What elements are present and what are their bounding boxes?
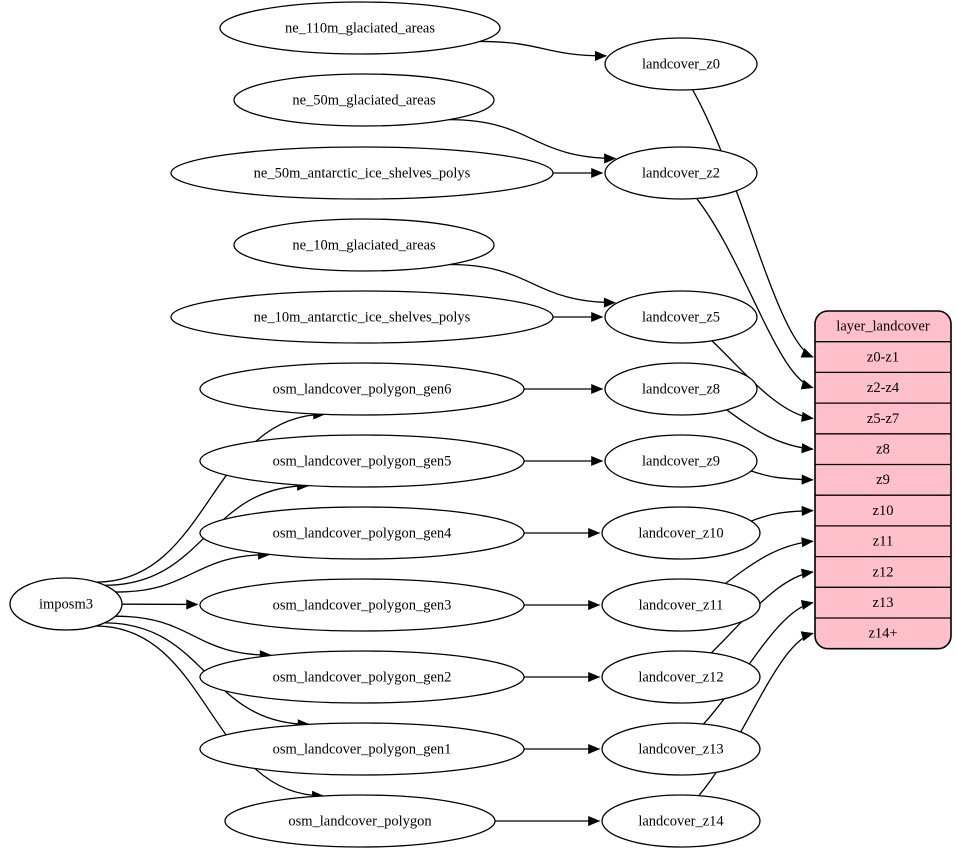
layer-table-row-z10[interactable]: z10 — [873, 503, 894, 519]
node-shape-landcover_z2 — [604, 146, 758, 200]
layer-table-header: layer_landcover — [836, 319, 930, 335]
node-landcover_z13[interactable]: landcover_z13 — [601, 722, 761, 776]
node-shape-landcover_z9 — [604, 434, 758, 488]
node-landcover_z2[interactable]: landcover_z2 — [604, 146, 758, 200]
node-label-osm_landcover_polygon_gen1: osm_landcover_polygon_gen1 — [273, 741, 452, 757]
node-landcover_z11[interactable]: landcover_z11 — [601, 578, 761, 632]
node-shape-landcover_z0 — [604, 37, 758, 91]
node-landcover_z10[interactable]: landcover_z10 — [601, 506, 761, 560]
layer-table-row-z11[interactable]: z11 — [873, 534, 893, 550]
layer-table-row-z14+[interactable]: z14+ — [868, 626, 897, 642]
node-label-landcover_z0: landcover_z0 — [642, 56, 720, 72]
nodes-layer: imposm3 ne_110m_glaciated_areas ne_50m_gla… — [9, 1, 761, 848]
layer-table-outline — [814, 310, 952, 650]
layer-table-row-z5-z7[interactable]: z5-z7 — [867, 411, 899, 427]
node-ne_10m_antarctic_ice_shelves_polys[interactable]: ne_10m_antarctic_ice_shelves_polys — [170, 290, 554, 344]
node-shape-landcover_z8 — [604, 362, 758, 416]
node-shape-ne_10m_antarctic_ice_shelves_polys — [170, 290, 554, 344]
node-shape-ne_50m_glaciated_areas — [233, 73, 495, 127]
node-shape-landcover_z14 — [601, 794, 761, 848]
node-label-ne_10m_glaciated_areas: ne_10m_glaciated_areas — [292, 237, 436, 253]
layer-table-row-z8[interactable]: z8 — [876, 441, 890, 457]
node-label-landcover_z9: landcover_z9 — [642, 453, 720, 469]
node-ne_50m_antarctic_ice_shelves_polys[interactable]: ne_50m_antarctic_ice_shelves_polys — [170, 146, 554, 200]
node-osm_landcover_polygon_gen3[interactable]: osm_landcover_polygon_gen3 — [199, 578, 525, 632]
node-osm_landcover_polygon[interactable]: osm_landcover_polygon — [224, 794, 496, 848]
node-shape-osm_landcover_polygon_gen3 — [199, 578, 525, 632]
node-osm_landcover_polygon_gen4[interactable]: osm_landcover_polygon_gen4 — [199, 506, 525, 560]
node-label-osm_landcover_polygon_gen4: osm_landcover_polygon_gen4 — [273, 525, 453, 541]
node-label-landcover_z12: landcover_z12 — [638, 669, 723, 685]
node-shape-landcover_z11 — [601, 578, 761, 632]
node-label-osm_landcover_polygon_gen2: osm_landcover_polygon_gen2 — [273, 669, 452, 685]
node-shape-osm_landcover_polygon_gen6 — [199, 362, 525, 416]
node-landcover_z12[interactable]: landcover_z12 — [601, 650, 761, 704]
node-osm_landcover_polygon_gen5[interactable]: osm_landcover_polygon_gen5 — [199, 434, 525, 488]
node-label-landcover_z2: landcover_z2 — [642, 165, 720, 181]
node-shape-osm_landcover_polygon_gen1 — [199, 722, 525, 776]
node-label-landcover_z5: landcover_z5 — [642, 309, 720, 325]
node-shape-ne_10m_glaciated_areas — [233, 218, 495, 272]
layer-table-row-z12[interactable]: z12 — [873, 564, 894, 580]
node-label-osm_landcover_polygon_gen3: osm_landcover_polygon_gen3 — [273, 597, 452, 613]
node-shape-ne_50m_antarctic_ice_shelves_polys — [170, 146, 554, 200]
node-landcover_z8[interactable]: landcover_z8 — [604, 362, 758, 416]
node-osm_landcover_polygon_gen1[interactable]: osm_landcover_polygon_gen1 — [199, 722, 525, 776]
node-shape-landcover_z12 — [601, 650, 761, 704]
layer-table-row-z13[interactable]: z13 — [873, 595, 894, 611]
node-osm_landcover_polygon_gen6[interactable]: osm_landcover_polygon_gen6 — [199, 362, 525, 416]
node-ne_50m_glaciated_areas[interactable]: ne_50m_glaciated_areas — [233, 73, 495, 127]
node-shape-osm_landcover_polygon_gen5 — [199, 434, 525, 488]
node-shape-landcover_z10 — [601, 506, 761, 560]
node-label-imposm3: imposm3 — [39, 596, 93, 612]
node-osm_landcover_polygon_gen2[interactable]: osm_landcover_polygon_gen2 — [199, 650, 525, 704]
node-label-landcover_z14: landcover_z14 — [638, 813, 724, 829]
layer-table-row-z9[interactable]: z9 — [876, 472, 890, 488]
layer-table-row-z2-z4[interactable]: z2-z4 — [867, 380, 900, 396]
node-label-landcover_z13: landcover_z13 — [638, 741, 723, 757]
node-label-osm_landcover_polygon_gen6: osm_landcover_polygon_gen6 — [273, 381, 452, 397]
node-landcover_z14[interactable]: landcover_z14 — [601, 794, 761, 848]
node-landcover_z0[interactable]: landcover_z0 — [604, 37, 758, 91]
node-label-landcover_z10: landcover_z10 — [638, 525, 723, 541]
node-landcover_z5[interactable]: landcover_z5 — [604, 290, 758, 344]
node-label-ne_110m_glaciated_areas: ne_110m_glaciated_areas — [285, 20, 435, 36]
node-label-ne_50m_glaciated_areas: ne_50m_glaciated_areas — [292, 92, 436, 108]
node-label-landcover_z11: landcover_z11 — [639, 597, 724, 613]
node-landcover_z9[interactable]: landcover_z9 — [604, 434, 758, 488]
node-ne_10m_glaciated_areas[interactable]: ne_10m_glaciated_areas — [233, 218, 495, 272]
node-label-osm_landcover_polygon_gen5: osm_landcover_polygon_gen5 — [273, 453, 452, 469]
node-shape-ne_110m_glaciated_areas — [219, 1, 501, 55]
node-shape-osm_landcover_polygon — [224, 794, 496, 848]
node-label-landcover_z8: landcover_z8 — [642, 381, 720, 397]
node-shape-imposm3 — [9, 577, 123, 631]
node-imposm3[interactable]: imposm3 — [9, 577, 123, 631]
layer-landcover-table: layer_landcover z0-z1 z2-z4 z5-z7 z8 z9 z10 z11… — [814, 310, 952, 650]
node-label-ne_10m_antarctic_ice_shelves_polys: ne_10m_antarctic_ice_shelves_polys — [254, 309, 471, 325]
node-shape-osm_landcover_polygon_gen4 — [199, 506, 525, 560]
node-ne_110m_glaciated_areas[interactable]: ne_110m_glaciated_areas — [219, 1, 501, 55]
node-shape-osm_landcover_polygon_gen2 — [199, 650, 525, 704]
node-shape-landcover_z13 — [601, 722, 761, 776]
layer-table-row-z0-z1[interactable]: z0-z1 — [867, 349, 899, 365]
node-label-ne_50m_antarctic_ice_shelves_polys: ne_50m_antarctic_ice_shelves_polys — [254, 165, 471, 181]
node-shape-landcover_z5 — [604, 290, 758, 344]
node-label-osm_landcover_polygon: osm_landcover_polygon — [288, 813, 432, 829]
